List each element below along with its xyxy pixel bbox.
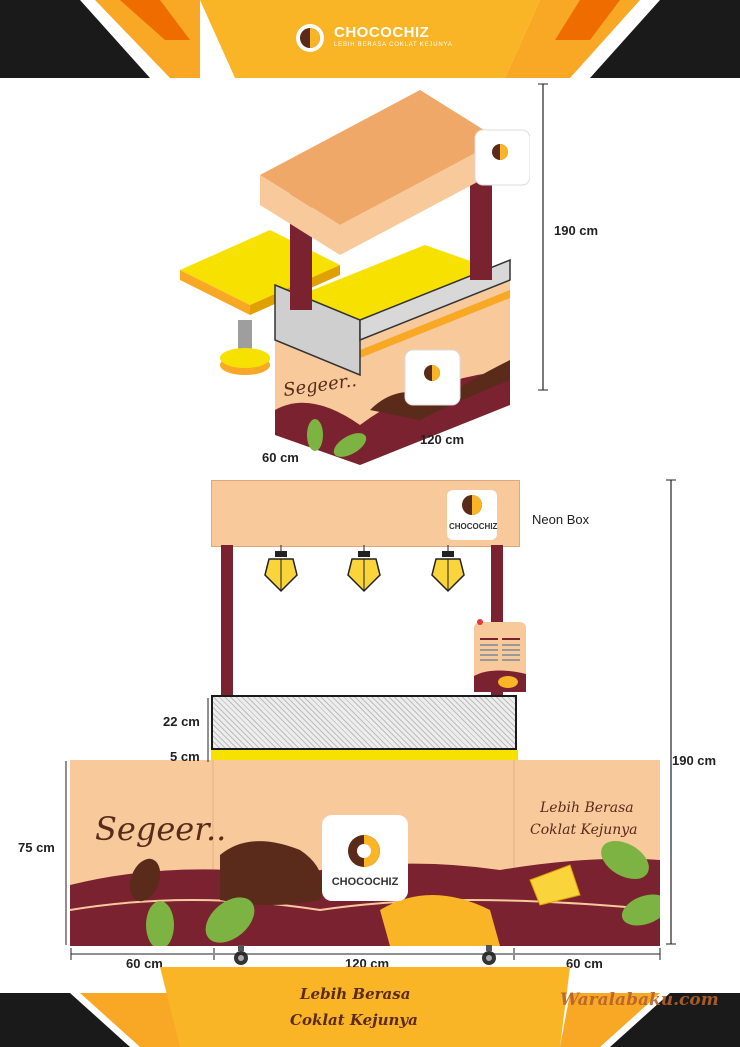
lamp-icon <box>347 545 381 593</box>
lamp-icon <box>431 545 465 593</box>
neon-box-label: Neon Box <box>532 512 590 527</box>
chocochiz-logo-icon <box>296 24 324 52</box>
counter-height-label: 75 cm <box>18 840 55 855</box>
counter-logo-text: CHOCOCHIZ <box>331 876 399 888</box>
left-width-label: 60 cm <box>126 956 163 971</box>
front-height-arrow <box>666 479 676 945</box>
front-mesh-rail <box>211 695 517 750</box>
header-logo: CHOCOCHIZ LEBIH BERASA COKLAT KEJUNYA <box>284 14 456 62</box>
watermark-logo: Waralabaku.com <box>560 990 719 1010</box>
counter-left-script: Segeer.. <box>95 810 227 848</box>
ledge-height-label: 5 cm <box>170 749 200 764</box>
counter-logo-icon <box>348 835 380 867</box>
iso-width-label: 120 cm <box>420 432 465 447</box>
menu-board <box>474 619 526 692</box>
front-post-left <box>221 545 233 697</box>
rail-height-arrow <box>207 698 209 762</box>
neon-brand-text: CHOCOCHIZ <box>449 522 498 531</box>
rail-height-label: 22 cm <box>163 714 200 729</box>
right-width-label: 60 cm <box>566 956 603 971</box>
iso-height-arrow <box>538 83 548 391</box>
counter-height-arrow <box>65 761 67 945</box>
front-height-label: 190 cm <box>672 753 717 768</box>
brand-tagline: LEBIH BERASA COKLAT KEJUNYA <box>334 42 453 48</box>
header-band <box>0 0 740 78</box>
isometric-booth <box>180 90 530 465</box>
brand-name: CHOCOCHIZ <box>334 24 430 41</box>
iso-depth-label: 60 cm <box>262 450 299 465</box>
lamp-icon <box>264 545 298 593</box>
counter-right-script-line2: Coklat Kejunya <box>530 822 638 838</box>
iso-height-label: 190 cm <box>554 223 599 238</box>
footer-line1: Lebih Berasa <box>300 985 411 1003</box>
footer-band <box>0 967 740 1047</box>
footer-line2: Coklat Kejunya <box>290 1011 418 1029</box>
counter-right-script-line1: Lebih Berasa <box>540 800 634 816</box>
width-arrows <box>70 948 661 960</box>
neon-logo-icon <box>462 495 482 515</box>
